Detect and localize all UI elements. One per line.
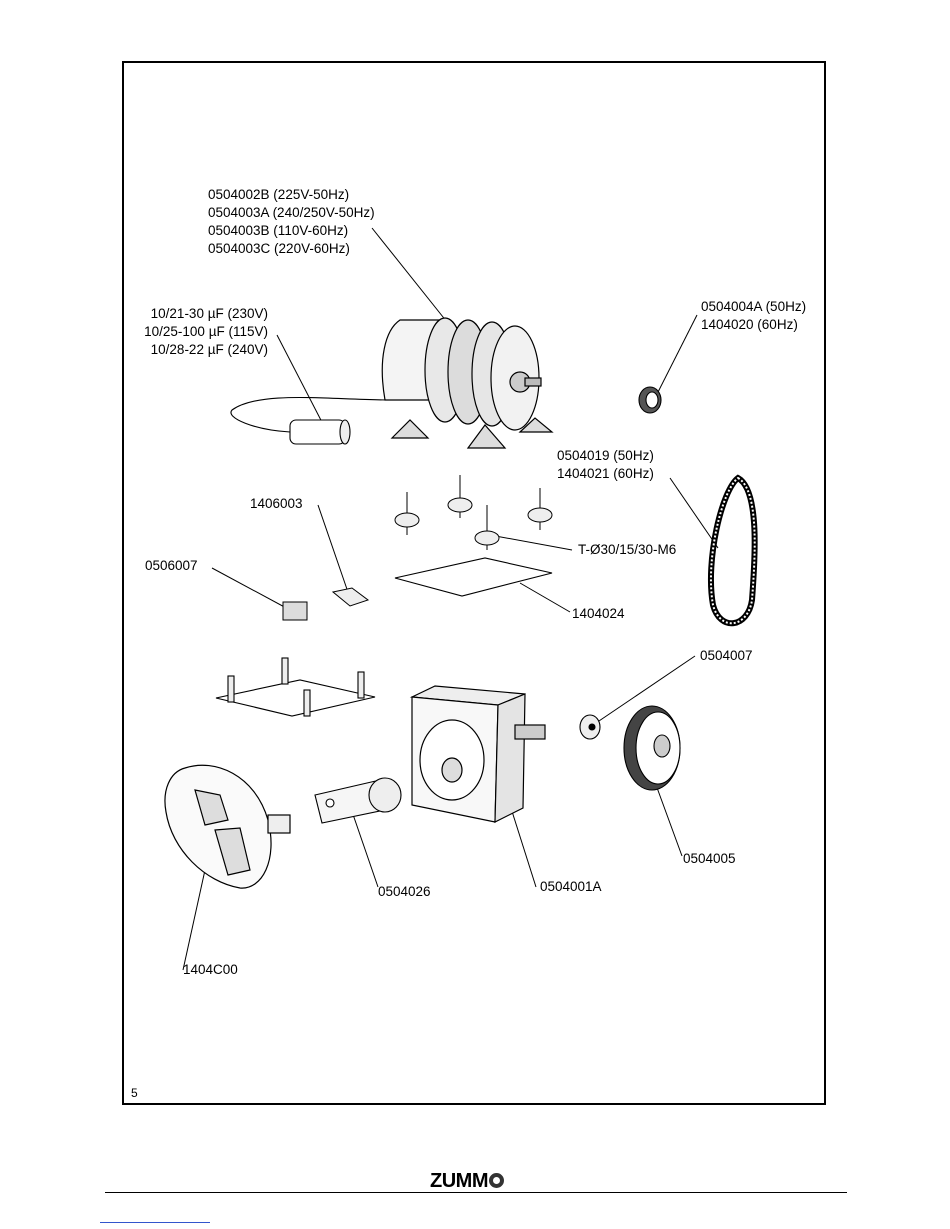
leader-bracket — [318, 505, 350, 598]
leader-pulley — [655, 315, 697, 398]
label-small-gear: 0504007 — [700, 647, 753, 665]
leader-capacitor — [277, 335, 325, 428]
capacitor-drawing — [231, 398, 392, 445]
pulley-label-line: 0504004A (50Hz) — [701, 298, 806, 316]
belt-label-line: 0504019 (50Hz) — [557, 447, 654, 465]
label-motor-plate: 1404024 — [572, 605, 625, 623]
motor-label-line: 0504002B (225V-50Hz) — [208, 186, 375, 204]
brand-text: ZUMM — [430, 1170, 488, 1192]
leader-switch — [212, 568, 290, 610]
label-gearbox: 0504001A — [540, 878, 602, 896]
label-belt: 0504019 (50Hz) 1404021 (60Hz) — [557, 447, 654, 483]
brand-logo: ZUMM — [430, 1170, 504, 1193]
motor-plate-drawing — [395, 558, 552, 596]
small-gear-drawing — [580, 715, 600, 739]
leader-motor — [372, 228, 447, 322]
motor-label-line: 0504003B (110V-60Hz) — [208, 222, 375, 240]
motor-label-line: 0504003C (220V-60Hz) — [208, 240, 375, 258]
label-large-gear: 0504005 — [683, 850, 736, 868]
logo-o-icon — [489, 1173, 504, 1188]
label-switch: 0506007 — [145, 557, 198, 575]
switch-drawing — [283, 602, 307, 620]
leader-gearbox — [510, 805, 536, 887]
bracket-drawing — [333, 588, 368, 606]
page-number: 5 — [131, 1086, 138, 1100]
leader-damper — [490, 535, 572, 550]
pulley-drawing — [639, 387, 661, 413]
capacitor-label-line: 10/28-22 µF (240V) — [128, 341, 268, 359]
large-gear-drawing — [624, 706, 680, 790]
label-capacitor: 10/21-30 µF (230V) 10/25-100 µF (115V) 1… — [128, 305, 268, 359]
leader-cam-disc — [183, 870, 205, 970]
motor-label-line: 0504003A (240/250V-50Hz) — [208, 204, 375, 222]
label-motor: 0504002B (225V-50Hz) 0504003A (240/250V-… — [208, 186, 375, 258]
damper-drawing — [395, 475, 552, 550]
cam-disc-drawing — [165, 765, 290, 888]
belt-label-line: 1404021 (60Hz) — [557, 465, 654, 483]
footer-blue-rule — [100, 1222, 210, 1223]
motor-drawing — [382, 318, 552, 448]
leader-belt — [670, 478, 718, 548]
belt-drawing — [711, 478, 755, 623]
base-plate-drawing — [216, 658, 375, 716]
label-cam-disc: 1404C00 — [183, 961, 238, 979]
footer-rule — [105, 1192, 847, 1193]
gearbox-drawing — [412, 686, 545, 822]
pulley-label-line: 1404020 (60Hz) — [701, 316, 806, 334]
capacitor-label-line: 10/21-30 µF (230V) — [128, 305, 268, 323]
label-crank: 0504026 — [378, 883, 431, 901]
leader-motor-plate — [520, 583, 570, 612]
crank-drawing — [315, 778, 401, 823]
label-pulley: 0504004A (50Hz) 1404020 (60Hz) — [701, 298, 806, 334]
label-bracket: 1406003 — [250, 495, 303, 513]
capacitor-label-line: 10/25-100 µF (115V) — [128, 323, 268, 341]
label-damper: T-Ø30/15/30-M6 — [578, 541, 676, 559]
